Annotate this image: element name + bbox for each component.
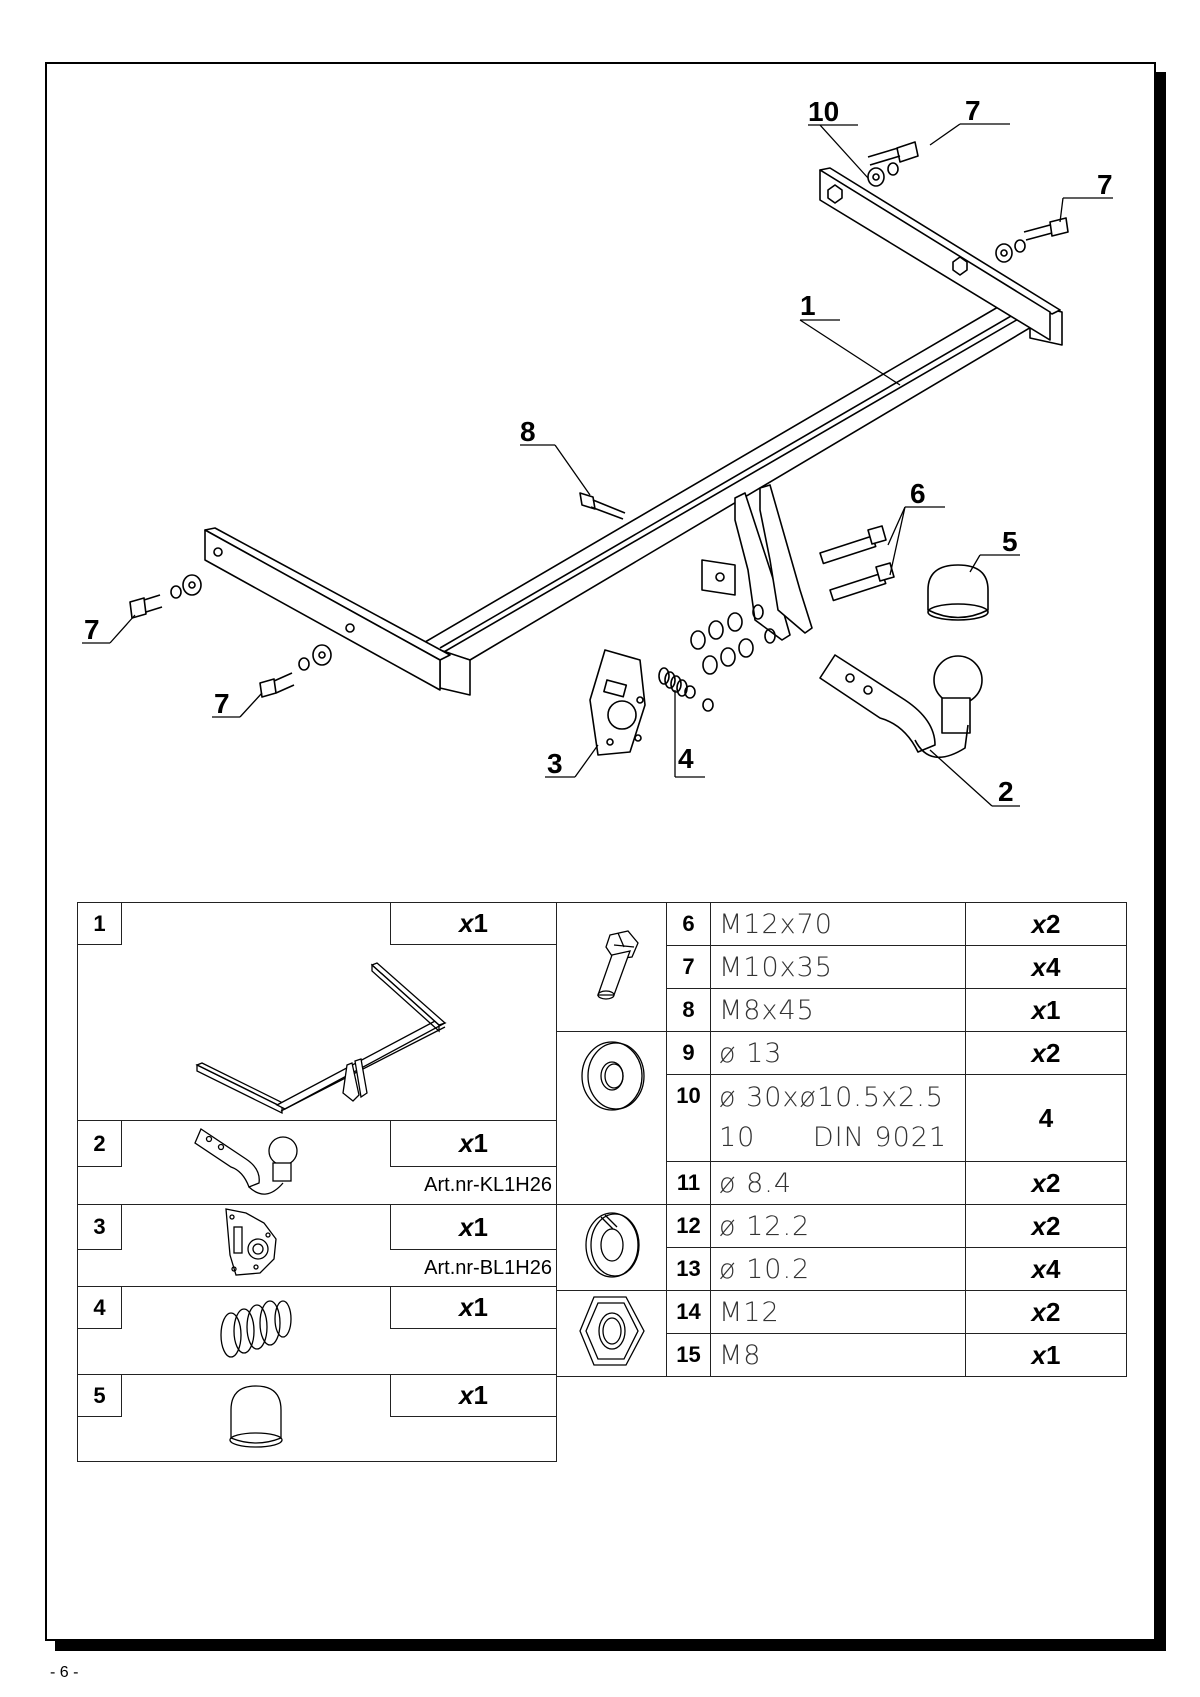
part-number: 15 — [666, 1333, 711, 1377]
part-number: 7 — [666, 945, 711, 989]
part-spec: ø 12.2 — [710, 1204, 966, 1248]
part-image-cell — [556, 1290, 667, 1377]
page-number: - 6 - — [50, 1664, 79, 1681]
part-number: 4 — [77, 1286, 122, 1329]
part-spec: ø 30xø10.5x2.5 10 DIN 9021 — [710, 1074, 966, 1162]
part-number: 2 — [77, 1119, 122, 1168]
part-number: 3 — [77, 1203, 122, 1251]
part-spec: ø 13 — [710, 1031, 966, 1075]
part-quantity: x1 — [390, 1374, 557, 1417]
part-spec: M12 — [710, 1290, 966, 1334]
parts-table-right: 6 M12x70 x2 7 M10x35 x4 8 M8x45 x1 9 ø 1… — [556, 902, 1127, 1377]
part-number: 1 — [77, 902, 122, 945]
part-number: 13 — [666, 1247, 711, 1291]
part-spec-line: 10 DIN 9021 — [719, 1122, 948, 1153]
callout-label: 2 — [998, 776, 1014, 807]
tow-ball-neck — [819, 654, 983, 759]
part-quantity: x4 — [965, 945, 1127, 989]
part-number: 9 — [666, 1031, 711, 1075]
part-spec: M8 — [710, 1333, 966, 1377]
bolt-icon — [596, 929, 639, 1000]
part-quantity: 4 — [965, 1074, 1127, 1162]
part-quantity: x2 — [965, 1031, 1127, 1075]
part-article-number: Art.nr-BL1H26 — [390, 1249, 557, 1287]
part-spec: ø 8.4 — [710, 1161, 966, 1205]
part-number: 5 — [77, 1374, 122, 1417]
socket-plate-icon — [225, 1208, 277, 1276]
part-number: 11 — [666, 1161, 711, 1205]
plate-fasteners — [684, 604, 776, 712]
spring-icon — [220, 1300, 292, 1358]
callout-label: 7 — [84, 614, 100, 645]
callout-label: 1 — [800, 290, 816, 321]
part-quantity: x2 — [965, 1204, 1127, 1248]
callout-label: 7 — [214, 688, 230, 719]
bolts-6 — [819, 525, 895, 602]
part-spec: ø 10.2 — [710, 1247, 966, 1291]
towbar-frame-icon — [195, 962, 447, 1115]
part-image-cell — [556, 1204, 667, 1291]
left-side-bracket — [204, 527, 451, 691]
callout-label: 7 — [965, 95, 981, 126]
part-number: 12 — [666, 1204, 711, 1248]
ball-cap — [927, 564, 989, 621]
part-spec: M10x35 — [710, 945, 966, 989]
ball-cap-icon — [229, 1384, 283, 1448]
part-quantity: x1 — [390, 902, 557, 945]
part-quantity: x2 — [965, 902, 1127, 946]
washer-icon — [580, 1041, 645, 1111]
leader-lines — [82, 123, 1113, 807]
part-quantity: x2 — [965, 1290, 1127, 1334]
callout-label: 10 — [808, 96, 840, 127]
part-article-number: Art.nr-KL1H26 — [390, 1166, 557, 1205]
assembly-drawing — [82, 123, 1113, 807]
part-image-cell — [556, 1031, 667, 1205]
part-spec: M8x45 — [710, 988, 966, 1032]
part-quantity: x1 — [390, 1286, 557, 1329]
part-quantity: x1 — [965, 1333, 1127, 1377]
bolt-8 — [579, 492, 626, 520]
parts-table-left: 1 x1 2 x1 Art.nr-KL1H26 — [77, 902, 557, 1462]
part-quantity: x1 — [390, 1119, 557, 1168]
spring — [658, 667, 688, 697]
tow-ball-neck-icon — [194, 1128, 298, 1195]
part-spec-line: ø 30xø10.5x2.5 — [719, 1082, 944, 1113]
part-quantity: x1 — [390, 1203, 557, 1251]
part-quantity: x1 — [965, 988, 1127, 1032]
socket-plate — [589, 649, 646, 756]
spring-washer-icon — [584, 1212, 640, 1278]
part-number: 6 — [666, 902, 711, 946]
mounting-plates — [701, 484, 813, 641]
part-image-cell — [556, 902, 667, 1032]
bolts-7-and-washers — [129, 141, 1069, 698]
part-image-cell — [77, 944, 557, 1121]
callout-label: 4 — [678, 743, 694, 774]
part-number: 10 — [666, 1074, 711, 1162]
part-quantity: x2 — [965, 1161, 1127, 1205]
right-side-bracket — [819, 167, 1061, 341]
part-spec: M12x70 — [710, 902, 966, 946]
part-quantity: x4 — [965, 1247, 1127, 1291]
callout-label: 8 — [520, 416, 536, 447]
callout-label: 3 — [547, 748, 563, 779]
callout-label: 6 — [910, 478, 926, 509]
nut-icon — [578, 1296, 645, 1366]
part-number: 14 — [666, 1290, 711, 1334]
callout-label: 5 — [1002, 526, 1018, 557]
part-number: 8 — [666, 988, 711, 1032]
callout-label: 7 — [1097, 169, 1113, 200]
